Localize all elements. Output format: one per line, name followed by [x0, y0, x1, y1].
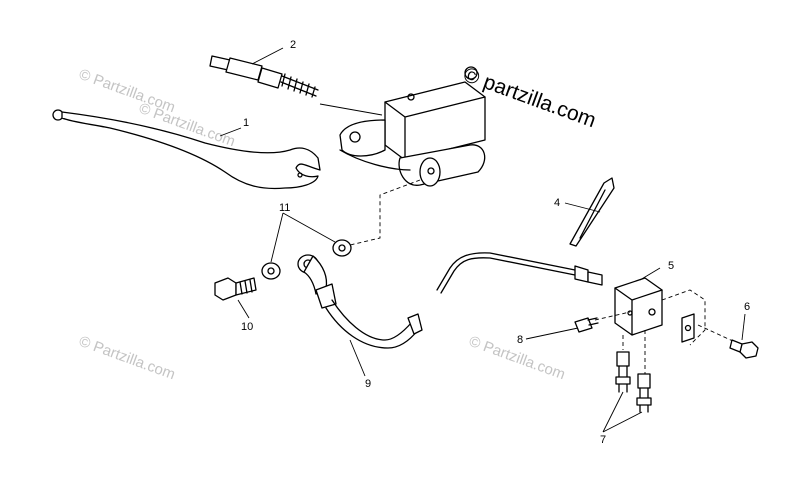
- brake-hose-icon: [297, 254, 423, 349]
- callout-2: 2: [290, 39, 296, 51]
- brake-fitting-icon: [615, 351, 631, 393]
- junction-block-icon: [614, 277, 663, 336]
- callout-5: 5: [668, 260, 674, 272]
- assembly-line: [594, 311, 631, 321]
- bolt-icon: [729, 339, 759, 359]
- copyright-icon: [464, 66, 478, 80]
- callout-6: 6: [744, 301, 750, 313]
- leader-lines: [219, 47, 746, 433]
- master-cylinder-icon: [339, 81, 486, 187]
- callout-9: 9: [365, 378, 371, 390]
- callout-1: 1: [243, 117, 249, 129]
- callout-7: 7: [600, 434, 606, 446]
- mounting-bracket-icon: [681, 313, 695, 343]
- banjo-bolt-icon: [214, 277, 257, 301]
- assembly-line: [697, 324, 736, 343]
- bleeder-valve-icon: [574, 317, 599, 333]
- washer-icon: [261, 262, 281, 280]
- washer-icon: [332, 239, 352, 257]
- brake-lever-icon: [52, 109, 321, 190]
- watermark-text: © Partzilla.com: [77, 333, 178, 384]
- assembly-line: [661, 289, 706, 346]
- callout-8: 8: [517, 334, 523, 346]
- assembly-line: [349, 179, 421, 246]
- callout-labels: 1 2 4 5 6 7 8 9 10 11: [241, 39, 750, 446]
- push-rod-icon: [209, 55, 319, 98]
- brake-fitting-icon: [636, 373, 652, 413]
- cable-tie-icon: [569, 177, 615, 247]
- callout-11: 11: [279, 202, 290, 214]
- callout-10: 10: [241, 321, 253, 333]
- callout-4: 4: [554, 197, 560, 209]
- watermarks: © Partzilla.com © Partzilla.com © Partzi…: [77, 66, 568, 384]
- brake-line-icon: [436, 252, 603, 294]
